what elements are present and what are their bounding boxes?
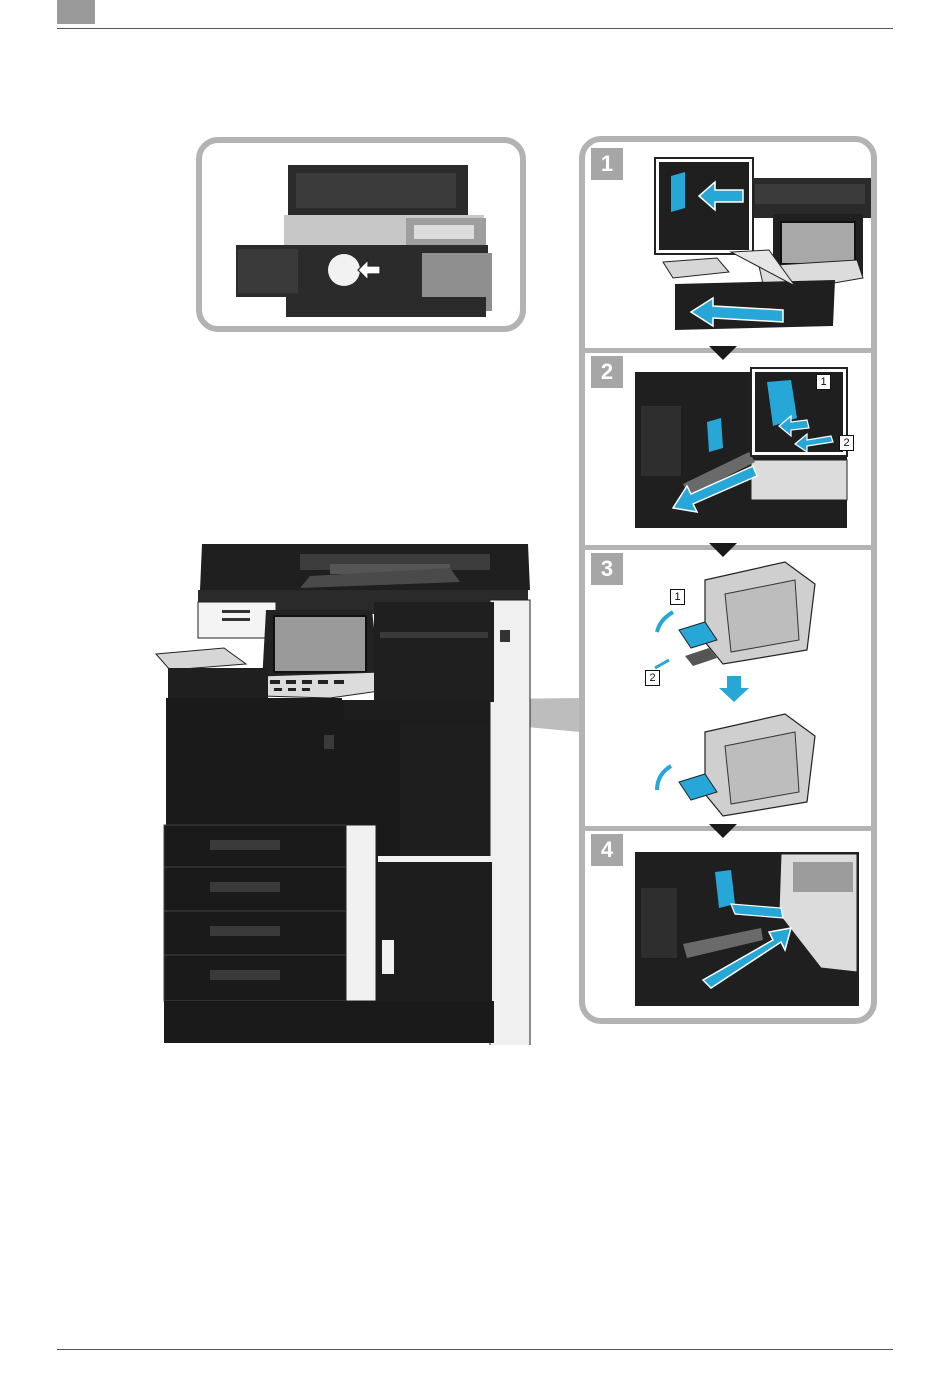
inset-machine-illustration — [236, 163, 496, 318]
header-rule — [57, 28, 893, 29]
step-2-callout-1: 1 — [816, 374, 831, 390]
inset-pointer-circle — [328, 254, 360, 286]
step-3-callout-2: 2 — [645, 670, 660, 686]
machine-illustration — [150, 540, 540, 1045]
step-2-illustration — [631, 366, 851, 532]
step-2-badge: 2 — [591, 356, 623, 388]
steps-frame: 1 2 — [579, 136, 877, 1024]
step-1-illustration — [645, 154, 877, 340]
header-tab — [57, 0, 95, 24]
triangle-down-icon — [709, 824, 737, 838]
inset-location-panel — [196, 137, 526, 332]
step-1-badge: 1 — [591, 148, 623, 180]
step-3-callout-1: 1 — [670, 589, 685, 605]
footer-rule — [57, 1349, 893, 1350]
step-4-badge: 4 — [591, 834, 623, 866]
step-2-callout-2: 2 — [839, 435, 854, 451]
triangle-down-icon — [709, 543, 737, 557]
step-4-illustration — [631, 848, 861, 1010]
triangle-down-icon — [709, 346, 737, 360]
step-3-badge: 3 — [591, 553, 623, 585]
